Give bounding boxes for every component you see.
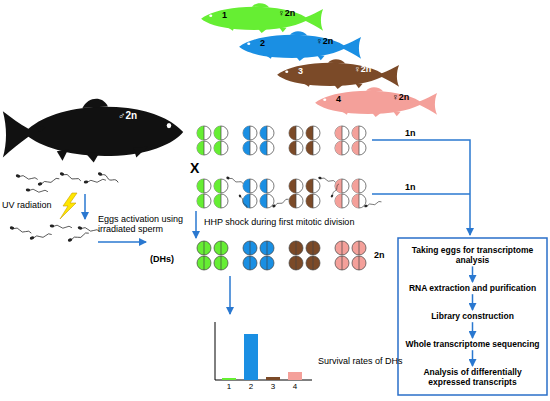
- ploidy-label: 2n: [374, 250, 385, 260]
- axis-label: 1: [223, 382, 235, 391]
- process-step: Analysis of differentially expressed tra…: [402, 367, 543, 387]
- step-text: Taking eggs for transcriptome analysis: [402, 245, 543, 265]
- activated-eggs: [335, 179, 366, 208]
- step-text: Analysis of differentially expressed tra…: [402, 367, 543, 387]
- process-step: Library construction: [402, 311, 543, 321]
- fish-number: 4: [336, 94, 341, 104]
- flow-arrow: [372, 140, 470, 235]
- process-label: Eggs activation using irradiated sperm: [98, 214, 198, 235]
- step-text: Whole transcriptome sequencing: [402, 339, 543, 349]
- ploidy-label: 1n: [405, 182, 416, 192]
- flow-line: [372, 193, 470, 195]
- axis-label: 4: [289, 382, 301, 391]
- fish-number: 1: [222, 10, 227, 20]
- ploidy-label: ♀2n: [354, 64, 371, 74]
- process-step: RNA extraction and purification: [402, 283, 543, 293]
- process-label: UV radiation: [2, 200, 52, 210]
- female-fish: [201, 3, 323, 33]
- diploid-eggs: [335, 241, 366, 270]
- fish-number: 3: [298, 66, 303, 76]
- uv-bolt: [60, 193, 77, 219]
- survival-chart: [215, 322, 312, 380]
- step-text: RNA extraction and purification: [402, 283, 543, 293]
- fish-number: 2: [260, 38, 265, 48]
- diploid-eggs: [289, 241, 320, 270]
- flow-arrow: [98, 241, 146, 243]
- ploidy-label: 1n: [405, 128, 416, 138]
- haploid-eggs: [197, 126, 228, 155]
- workflow-frame: [398, 238, 547, 395]
- flow-arrow: [472, 266, 474, 282]
- chart-title: Survival rates of DHs: [318, 356, 403, 366]
- sperm: [16, 172, 119, 194]
- process-label: HHP shock during first mitotic division: [204, 217, 354, 227]
- diploid-eggs: [243, 241, 274, 270]
- flow-arrow: [472, 350, 474, 366]
- haploid-eggs: [289, 126, 320, 155]
- ploidy-label: ♀2n: [316, 36, 333, 46]
- axis-label: 2: [245, 382, 257, 391]
- diploid-eggs: [197, 241, 228, 270]
- flow-arrow: [195, 211, 197, 238]
- step-text: Library construction: [402, 311, 543, 321]
- axis-label: 3: [267, 382, 279, 391]
- group-label: (DHs): [150, 254, 174, 264]
- sperm: [226, 176, 382, 208]
- haploid-eggs: [243, 126, 274, 155]
- irradiated-sperm: [9, 224, 100, 242]
- ploidy-label: ♀2n: [392, 92, 409, 102]
- activated-eggs: [289, 179, 320, 208]
- flow-arrow: [472, 322, 474, 338]
- ploidy-label: ♀2n: [278, 8, 295, 18]
- activated-eggs: [243, 179, 274, 208]
- flow-arrow: [472, 294, 474, 310]
- flow-arrow: [84, 194, 86, 219]
- process-step: Whole transcriptome sequencing: [402, 339, 543, 349]
- haploid-eggs: [335, 126, 366, 155]
- activated-eggs: [197, 179, 228, 208]
- process-step: Taking eggs for transcriptome analysis: [402, 245, 543, 265]
- female-fish: [315, 87, 437, 117]
- female-fish: [277, 59, 399, 89]
- cross-sign: X: [190, 160, 199, 176]
- male-fish: [3, 99, 183, 163]
- ploidy-label: ♂2n: [118, 110, 137, 122]
- flow-arrow: [229, 276, 231, 314]
- female-fish: [239, 31, 361, 61]
